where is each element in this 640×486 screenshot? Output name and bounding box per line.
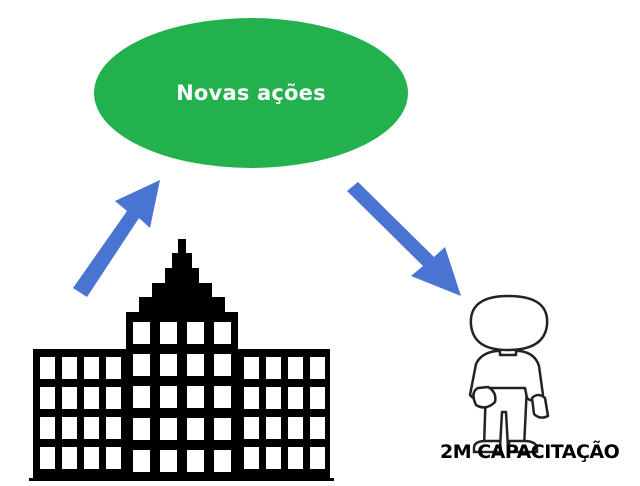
building-window: [133, 354, 150, 376]
person-caption: 2M CAPACITAÇÃO: [440, 441, 620, 463]
arrow-up-right-icon: [73, 180, 160, 297]
building-window: [160, 418, 177, 440]
building-window: [106, 387, 121, 409]
building-window: [214, 418, 231, 440]
central-node-ellipse: Novas ações: [94, 18, 408, 168]
buildings-icon: [29, 239, 334, 481]
building-window: [310, 417, 325, 439]
building-window: [133, 450, 150, 472]
building-window: [133, 418, 150, 440]
building-window: [288, 447, 303, 469]
building-window: [133, 386, 150, 408]
building-window: [84, 357, 99, 379]
person-icon: [468, 294, 550, 454]
building-window: [62, 447, 77, 469]
building-window: [244, 417, 259, 439]
building-window: [106, 357, 121, 379]
building-window: [266, 387, 281, 409]
building-window: [40, 357, 55, 379]
building-window: [214, 386, 231, 408]
building-window: [160, 450, 177, 472]
building-window: [244, 447, 259, 469]
building-window: [187, 322, 204, 344]
building-window: [62, 417, 77, 439]
building-window: [214, 322, 231, 344]
building-window: [62, 357, 77, 379]
building-window: [84, 387, 99, 409]
building-window: [62, 387, 77, 409]
building-window: [266, 417, 281, 439]
building-window: [310, 387, 325, 409]
building-window: [40, 447, 55, 469]
central-node-label: Novas ações: [176, 81, 326, 105]
building-window: [288, 387, 303, 409]
arrow-down-right-icon: [347, 182, 461, 296]
building-window: [187, 418, 204, 440]
building-window: [310, 447, 325, 469]
building-window: [160, 354, 177, 376]
building-window: [133, 322, 150, 344]
building-window: [84, 417, 99, 439]
building-window: [106, 447, 121, 469]
building-window: [214, 354, 231, 376]
building-window: [106, 417, 121, 439]
building-window: [214, 450, 231, 472]
building-window: [266, 357, 281, 379]
building-window: [288, 417, 303, 439]
building-window: [187, 354, 204, 376]
building-window: [266, 447, 281, 469]
building-window: [288, 357, 303, 379]
building-window: [187, 450, 204, 472]
building-window: [244, 357, 259, 379]
building-window: [84, 447, 99, 469]
building-window: [40, 417, 55, 439]
building-window: [40, 387, 55, 409]
building-window: [160, 322, 177, 344]
building-window: [160, 386, 177, 408]
building-window: [310, 357, 325, 379]
building-window: [244, 387, 259, 409]
building-window: [187, 386, 204, 408]
